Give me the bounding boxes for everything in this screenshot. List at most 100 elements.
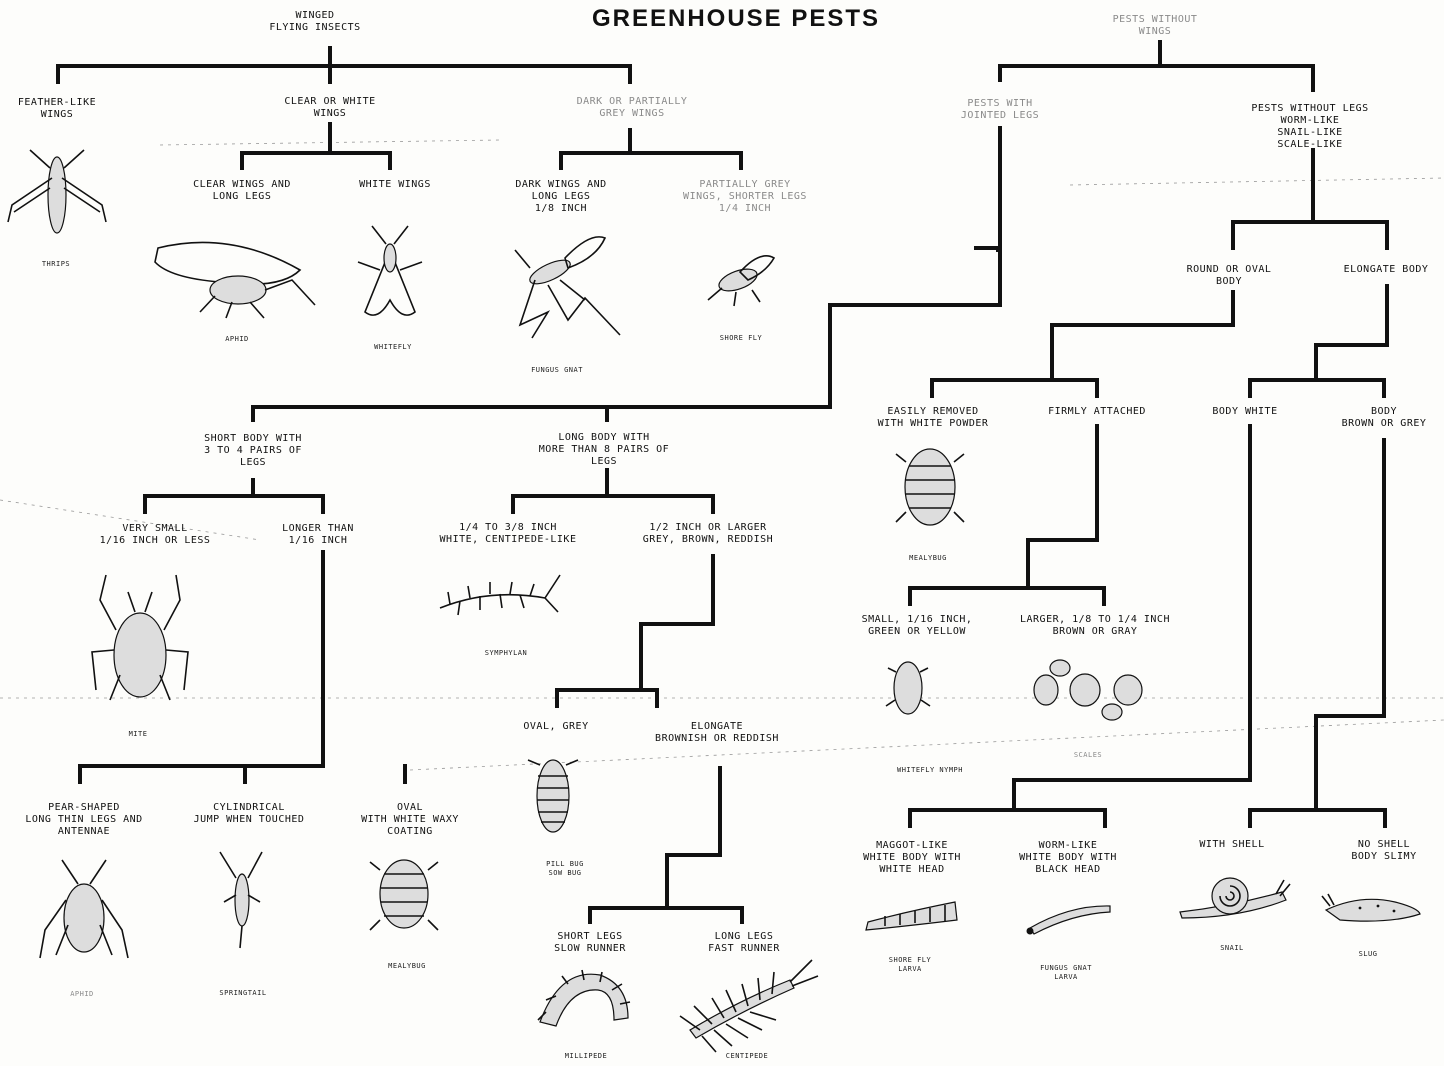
label-line: WHITEFLY bbox=[374, 343, 412, 351]
symphylan-illustration bbox=[440, 575, 560, 615]
label-without-wings: PESTS WITHOUTWINGS bbox=[1113, 14, 1198, 37]
label-line: GREY, BROWN, REDDISH bbox=[643, 534, 773, 545]
branch-half-inch bbox=[557, 556, 713, 706]
label-line: SHORE FLY bbox=[720, 334, 763, 342]
label-line: WINGED bbox=[295, 10, 334, 21]
branch-long-body bbox=[513, 470, 713, 512]
label-line: MEALYBUG bbox=[909, 554, 947, 562]
shore-fly-illustration bbox=[708, 256, 774, 306]
label-line: SMALL, 1/16 INCH, bbox=[862, 614, 973, 625]
fungus-gnat-larva-illustration bbox=[1027, 906, 1111, 935]
label-line: OVAL bbox=[397, 802, 423, 813]
label-line: BODY SLIMY bbox=[1351, 851, 1416, 862]
label-line: WHITE WINGS bbox=[359, 179, 431, 190]
label-line: SHORE FLY bbox=[889, 956, 932, 964]
label-line: WITH SHELL bbox=[1199, 839, 1264, 850]
label-elongate-brown: ELONGATEBROWNISH OR REDDISH bbox=[655, 721, 779, 744]
label-line: FAST RUNNER bbox=[708, 943, 780, 954]
label-line: PILL BUG bbox=[546, 860, 584, 868]
label-line: FUNGUS GNAT bbox=[1040, 964, 1092, 972]
slug-illustration bbox=[1322, 894, 1420, 921]
label-line: LONG LEGS bbox=[213, 191, 272, 202]
label-line: BODY bbox=[1216, 276, 1242, 287]
branch-body-brown bbox=[1250, 440, 1385, 826]
caption-shore-fly: SHORE FLY bbox=[720, 334, 763, 342]
fungus-gnat-illustration bbox=[515, 237, 620, 338]
scales-illustration bbox=[1034, 660, 1142, 720]
label-line: DARK WINGS AND bbox=[515, 179, 606, 190]
label-long-body: LONG BODY WITHMORE THAN 8 PAIRS OFLEGS bbox=[539, 432, 669, 467]
branch-elongate bbox=[1250, 286, 1387, 396]
label-line: LEGS bbox=[591, 456, 617, 467]
label-line: PARTIALLY GREY bbox=[699, 179, 790, 190]
label-line: MEALYBUG bbox=[388, 962, 426, 970]
whitefly-nymph-illustration bbox=[886, 662, 930, 714]
label-line: LONG THIN LEGS AND bbox=[25, 814, 142, 825]
label-line: NO SHELL bbox=[1358, 839, 1410, 850]
label-no-shell: NO SHELLBODY SLIMY bbox=[1351, 839, 1416, 862]
label-line: LEGS bbox=[240, 457, 266, 468]
label-line: MILLIPEDE bbox=[565, 1052, 607, 1060]
centipede-illustration bbox=[680, 960, 818, 1052]
label-line: MORE THAN 8 PAIRS OF bbox=[539, 444, 669, 455]
label-line: WHITE, CENTIPEDE-LIKE bbox=[440, 534, 577, 545]
label-very-small: VERY SMALL1/16 INCH OR LESS bbox=[100, 523, 211, 546]
label-line: SOW BUG bbox=[548, 869, 581, 877]
label-line: SYMPHYLAN bbox=[485, 649, 527, 657]
label-white-wings: WHITE WINGS bbox=[359, 179, 431, 190]
key-branches bbox=[58, 42, 1387, 922]
caption-mealybug: MEALYBUG bbox=[388, 962, 426, 970]
label-line: LONG LEGS bbox=[715, 931, 774, 942]
label-line: OVAL, GREY bbox=[523, 721, 588, 732]
aphid-winged-illustration bbox=[155, 242, 315, 318]
label-line: LONG BODY WITH bbox=[558, 432, 649, 443]
caption-slug: SLUG bbox=[1359, 950, 1378, 958]
caption-whitefly-nymph: WHITEFLY NYMPH bbox=[897, 766, 963, 774]
label-line: ROUND OR OVAL bbox=[1187, 264, 1272, 275]
label-larger-brown: LARGER, 1/8 TO 1/4 INCHBROWN OR GRAY bbox=[1020, 614, 1170, 637]
label-line: BODY bbox=[1371, 406, 1397, 417]
label-line: PESTS WITH bbox=[967, 98, 1032, 109]
label-line: CLEAR WINGS AND bbox=[193, 179, 291, 190]
label-firmly-attached: FIRMLY ATTACHED bbox=[1048, 406, 1146, 417]
millipede-illustration bbox=[538, 970, 630, 1026]
label-line: BLACK HEAD bbox=[1035, 864, 1100, 875]
label-line: MITE bbox=[129, 730, 148, 738]
label-line: WINGS bbox=[314, 108, 347, 119]
whitefly-illustration bbox=[358, 226, 422, 315]
caption-snail: SNAIL bbox=[1220, 944, 1244, 952]
label-with-legs: PESTS WITHJOINTED LEGS bbox=[961, 98, 1039, 121]
label-line: JUMP WHEN TOUCHED bbox=[194, 814, 305, 825]
label-line: FEATHER-LIKE bbox=[18, 97, 96, 108]
label-winged: WINGEDFLYING INSECTS bbox=[269, 10, 360, 33]
springtail-illustration bbox=[220, 852, 262, 948]
label-line: EASILY REMOVED bbox=[887, 406, 978, 417]
label-line: BROWN OR GREY bbox=[1342, 418, 1427, 429]
label-line: 1/16 INCH OR LESS bbox=[100, 535, 211, 546]
label-line: 3 TO 4 PAIRS OF bbox=[204, 445, 302, 456]
label-easily-removed: EASILY REMOVEDWITH WHITE POWDER bbox=[878, 406, 989, 429]
label-line: PEAR-SHAPED bbox=[48, 802, 120, 813]
thrips-illustration bbox=[8, 150, 106, 233]
label-line: LONG LEGS bbox=[532, 191, 591, 202]
label-line: CYLINDRICAL bbox=[213, 802, 285, 813]
caption-whitefly: WHITEFLY bbox=[374, 343, 412, 351]
label-line: FIRMLY ATTACHED bbox=[1048, 406, 1146, 417]
label-line: DARK OR PARTIALLY bbox=[577, 96, 688, 107]
label-line: 1/4 INCH bbox=[719, 203, 771, 214]
branch-with-legs bbox=[253, 128, 1000, 420]
label-line: SHORT BODY WITH bbox=[204, 433, 302, 444]
label-line: WINGS bbox=[41, 109, 74, 120]
label-line: BODY WHITE bbox=[1212, 406, 1277, 417]
label-clear-long-legs: CLEAR WINGS ANDLONG LEGS bbox=[193, 179, 291, 202]
label-line: MAGGOT-LIKE bbox=[876, 840, 948, 851]
